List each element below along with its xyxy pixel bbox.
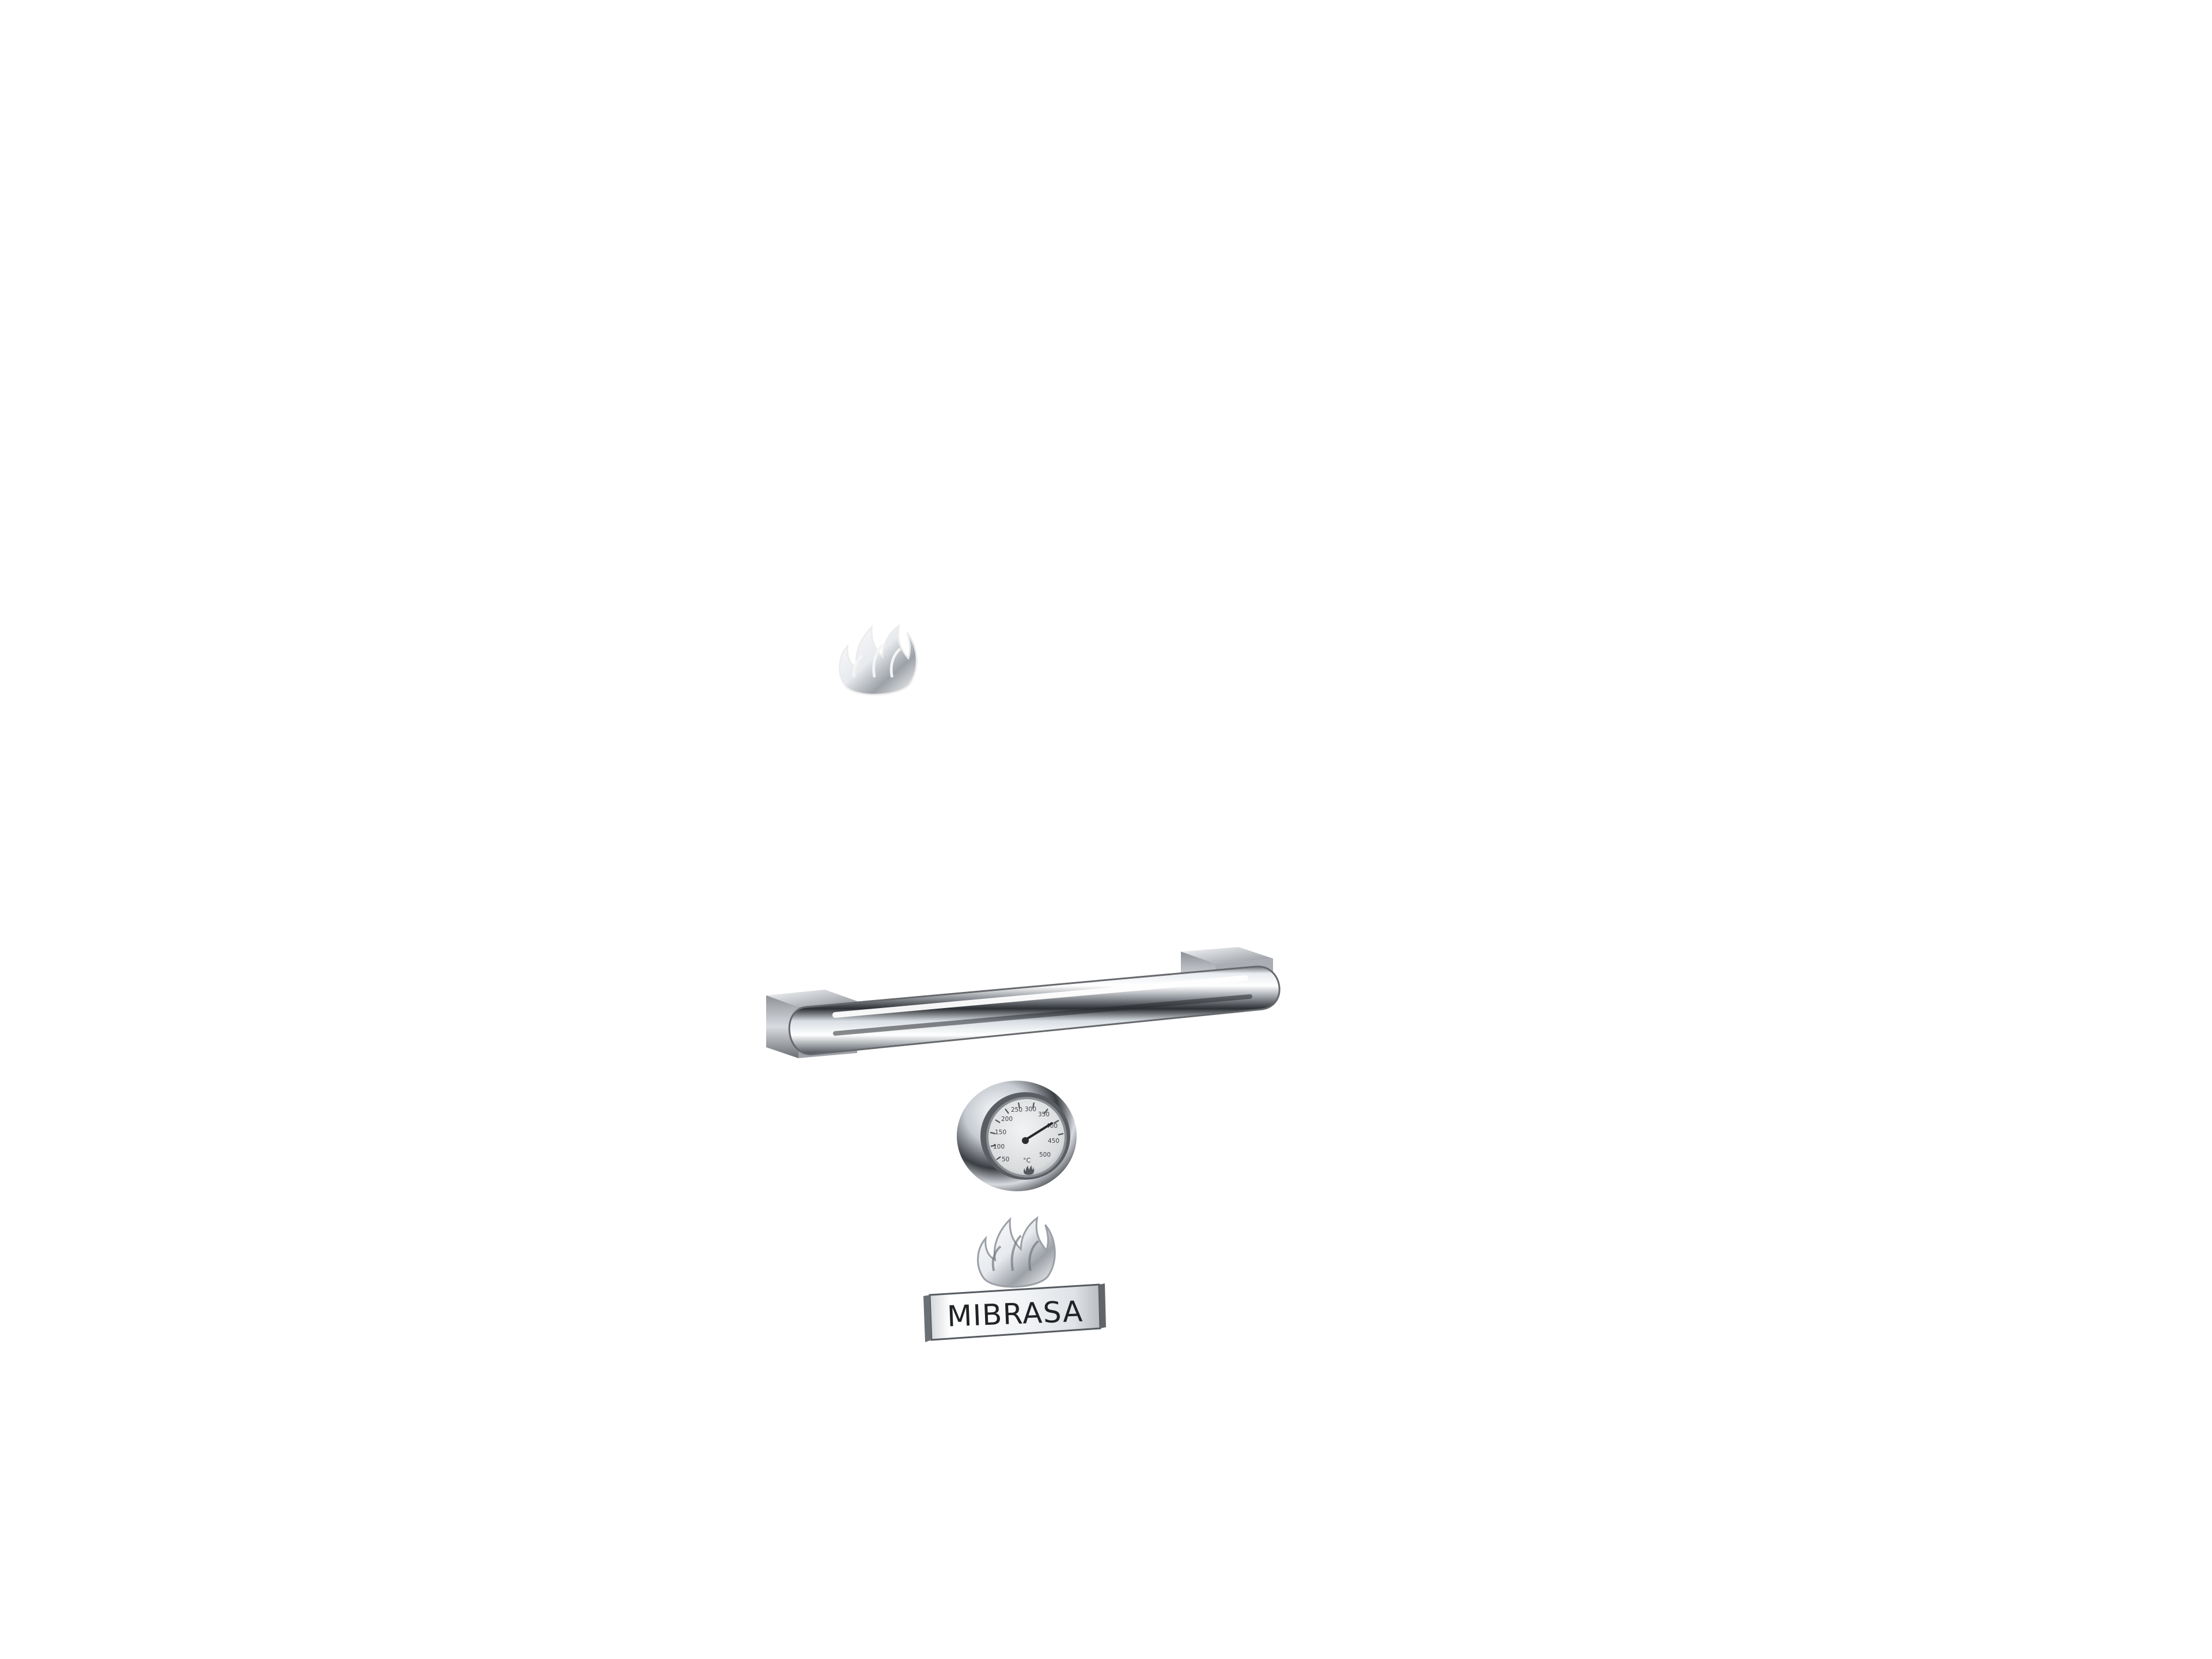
flame-icon bbox=[977, 1216, 1056, 1288]
door-handle bbox=[766, 947, 1281, 1058]
thermometer-scale-label: 50 bbox=[1002, 1156, 1009, 1163]
thermometer-needle bbox=[1023, 1122, 1053, 1142]
flame-icon bbox=[839, 624, 918, 696]
thermometer-scale-label: 300 bbox=[1025, 1106, 1036, 1113]
thermometer-scale-label: 350 bbox=[1038, 1111, 1050, 1118]
thermometer-scale-label: 100 bbox=[993, 1143, 1005, 1150]
upper-flame-emblem bbox=[839, 624, 918, 696]
brand-emblem: MIBRASA bbox=[923, 1216, 1106, 1342]
thermometer-unit-label: °C bbox=[1023, 1157, 1031, 1164]
flame-icon bbox=[1024, 1165, 1035, 1175]
thermometer-scale-label: 500 bbox=[1039, 1152, 1051, 1158]
brand-name: MIBRASA bbox=[946, 1294, 1084, 1333]
thermometer-scale-label: 200 bbox=[1001, 1116, 1013, 1123]
thermometer-scale-label: 150 bbox=[995, 1129, 1006, 1136]
thermometer-scale-label: 250 bbox=[1011, 1107, 1022, 1113]
brand-badge: MIBRASA bbox=[923, 1283, 1106, 1342]
thermometer-dial bbox=[986, 1097, 1067, 1177]
temperature-thermometer: 50 100 150 200 250 300 350 400 450 500 °… bbox=[957, 1081, 1077, 1191]
thermometer-scale-label: 450 bbox=[1048, 1138, 1059, 1145]
